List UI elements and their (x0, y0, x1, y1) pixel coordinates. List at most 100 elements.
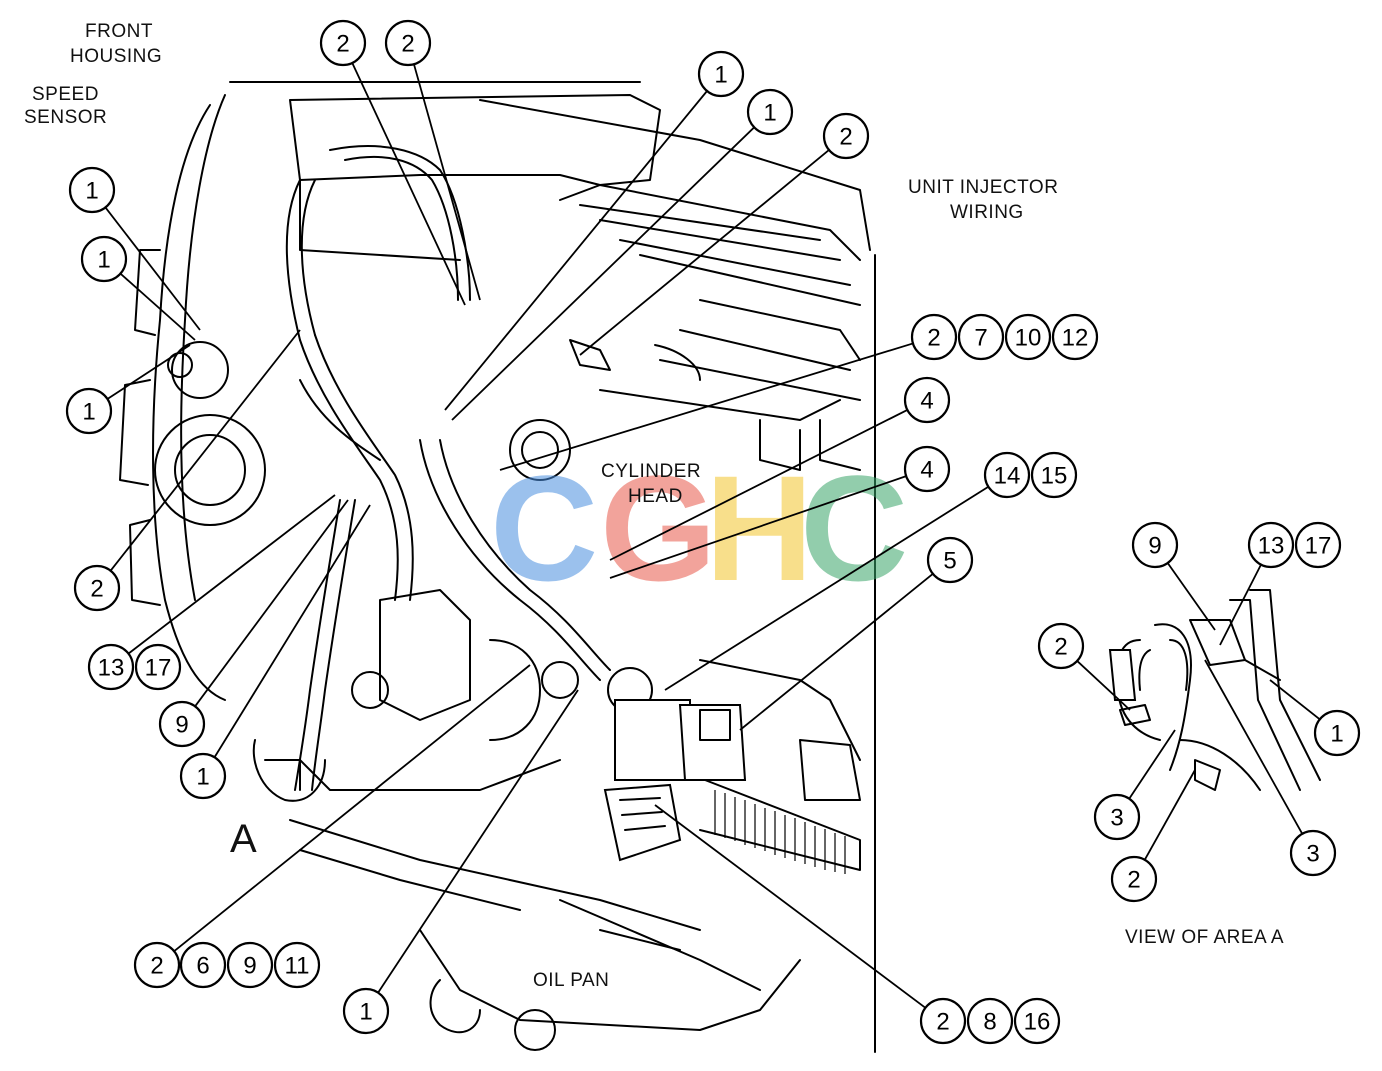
leader-line (106, 344, 191, 400)
leader-line (609, 475, 907, 579)
callout-number: 4 (920, 457, 933, 484)
leader-line (654, 804, 926, 1009)
callout-number: 1 (85, 178, 98, 205)
callout-circle (903, 445, 951, 493)
leader-line (1128, 729, 1176, 800)
leader-line (1076, 660, 1131, 711)
callout-circle (697, 50, 745, 98)
callout-number: 9 (1148, 533, 1161, 560)
callout-circle (966, 997, 1014, 1045)
callout-circle (1004, 313, 1052, 361)
leader-line (1204, 659, 1304, 835)
callout-number: 13 (1258, 533, 1285, 560)
callout-bubble: 3 (1289, 829, 1337, 877)
callout-number: 3 (1306, 841, 1319, 868)
callout-circle (746, 88, 794, 136)
callout-number: 2 (336, 31, 349, 58)
callout-bubble: 17 (134, 643, 182, 691)
callout-number: 15 (1041, 463, 1068, 490)
callout-number: 9 (175, 712, 188, 739)
leader-line (413, 63, 481, 301)
callout-number: 17 (1305, 533, 1332, 560)
leader-line (609, 409, 908, 561)
callout-bubble: 9 (158, 700, 206, 748)
leader-line (451, 126, 755, 421)
callout-bubble: 6 (179, 941, 227, 989)
callout-circle (273, 941, 321, 989)
callout-number: 1 (763, 100, 776, 127)
leader-line (109, 329, 301, 572)
callout-bubble: 1 (80, 235, 128, 283)
callout-circle (1294, 521, 1342, 569)
callout-circle (1037, 622, 1085, 670)
callout-bubble: 3 (1093, 793, 1141, 841)
engine-illustration (119, 81, 876, 1053)
callout-number: 2 (839, 124, 852, 151)
leader-line (1166, 562, 1216, 631)
callout-bubble: 13 (87, 643, 135, 691)
oil-pan-label: OIL PAN (533, 970, 609, 991)
watermark-letter: C (800, 444, 908, 612)
callout-number: 9 (243, 953, 256, 980)
callout-bubble: 1 (1313, 709, 1361, 757)
leader-line (1143, 769, 1196, 861)
callout-bubble: 9 (1131, 521, 1179, 569)
callout-number: 2 (1054, 634, 1067, 661)
callout-number: 14 (994, 463, 1021, 490)
speed-sensor-label: SPEED (32, 84, 99, 105)
cylinder-head-label: CYLINDER (601, 461, 701, 482)
callout-bubble: 8 (966, 997, 1014, 1045)
callout-circle (384, 19, 432, 67)
callout-circle (1110, 855, 1158, 903)
callout-circle (1051, 313, 1099, 361)
callout-number: 1 (1330, 721, 1343, 748)
callout-circle (957, 313, 1005, 361)
callout-circle (1313, 709, 1361, 757)
callout-number: 2 (401, 31, 414, 58)
callout-number: 6 (196, 953, 209, 980)
callout-bubble: 17 (1294, 521, 1342, 569)
callout-circle (1247, 521, 1295, 569)
callout-number: 2 (927, 325, 940, 352)
callout-bubble: 11 (273, 941, 321, 989)
callout-number: 13 (98, 655, 125, 682)
leader-line (444, 90, 708, 411)
callout-circle (134, 643, 182, 691)
leader-line (664, 485, 989, 691)
leader-line (351, 62, 466, 306)
callout-bubble: 2 (319, 19, 367, 67)
callout-number: 1 (359, 999, 372, 1026)
area-a-marker: A (230, 817, 257, 861)
watermark: C G H C (490, 444, 908, 612)
callout-circle (179, 941, 227, 989)
callout-number: 2 (936, 1009, 949, 1036)
watermark-letter: G (600, 444, 717, 612)
front-housing-label: FRONT (85, 21, 153, 42)
callout-bubble: 2 (384, 19, 432, 67)
area-a-detail-illustration (1108, 589, 1321, 791)
leader-line (1269, 679, 1321, 721)
callout-circle (80, 235, 128, 283)
view-of-area-label: VIEW OF AREA A (1125, 927, 1284, 948)
leader-line (173, 664, 531, 952)
callout-bubble: 1 (68, 166, 116, 214)
callout-circle (822, 112, 870, 160)
callout-number: 17 (145, 655, 172, 682)
callout-bubble: 4 (903, 445, 951, 493)
leader-line (194, 499, 349, 707)
text-labels: FRONT HOUSING SPEED SENSOR UNIT INJECTOR… (24, 21, 1284, 991)
callout-circle (983, 451, 1031, 499)
callout-circle (65, 387, 113, 435)
callout-number: 2 (90, 576, 103, 603)
callout-circle (319, 19, 367, 67)
callout-circle (179, 752, 227, 800)
callout-bubble: 4 (903, 376, 951, 424)
callout-circle (158, 700, 206, 748)
callout-circle (903, 376, 951, 424)
leader-line (1219, 564, 1262, 646)
callout-circle (910, 313, 958, 361)
speed-sensor-label: SENSOR (24, 107, 107, 128)
unit-injector-label: WIRING (950, 202, 1024, 223)
watermark-letter: C (490, 444, 598, 612)
callout-number: 5 (943, 548, 956, 575)
